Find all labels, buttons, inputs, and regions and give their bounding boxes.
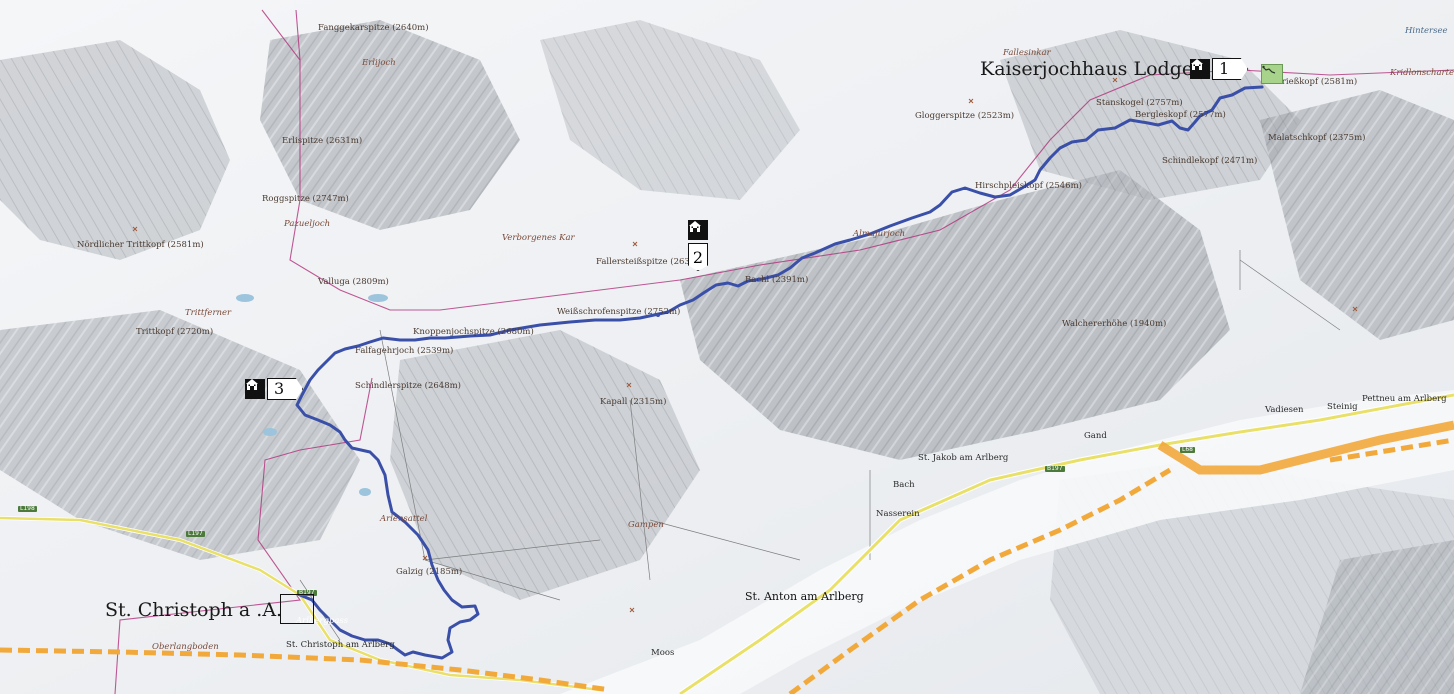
road-label: L198 — [18, 505, 37, 512]
hut-marker-3[interactable]: 3 — [245, 378, 303, 400]
feature-label: Hintersee — [1405, 26, 1448, 36]
place-label: Vadiesen — [1265, 405, 1304, 415]
place-label: St. Anton am Arlberg — [745, 590, 864, 603]
feature-label: Fallesinkar — [1003, 48, 1051, 58]
place-label: Steinig — [1327, 402, 1358, 412]
feature-label: Almajurjoch — [853, 229, 906, 239]
peak-label: Falfagehrjoch (2539m) — [355, 346, 454, 356]
place-label: Moos — [651, 648, 675, 658]
peak-label: Erlispitze (2631m) — [282, 136, 363, 146]
peak-label: Bachl (2391m) — [745, 275, 809, 285]
peak-label: Schindlekopf (2471m) — [1162, 156, 1258, 166]
hut-marker-2[interactable]: 2 — [688, 220, 708, 271]
peak-label: Trittkopf (2720m) — [136, 327, 214, 337]
feature-label: Pazueljoch — [284, 219, 331, 229]
feature-label: Kridlonscharte — [1390, 68, 1454, 78]
peak-label: Grießkopf (2581m) — [1275, 77, 1358, 87]
road-label: L197 — [186, 530, 205, 537]
place-label: St. Christoph am Arlberg — [286, 640, 395, 650]
place-label: Pettneu am Arlberg — [1362, 394, 1447, 404]
hut-number: 3 — [267, 378, 303, 400]
peak-label: Malatschkopf (2375m) — [1268, 133, 1366, 143]
feature-label: Verborgenes Kar — [502, 233, 575, 243]
hiking-route — [295, 85, 1264, 660]
feature-label: Erlijoch — [362, 58, 396, 68]
peak-label: Weißschrofenspitze (2752m) — [557, 307, 681, 317]
hut-icon — [245, 379, 265, 399]
peak-label: Schindlerspitze (2648m) — [355, 381, 461, 391]
peak-label: Gloggerspitze (2523m) — [915, 111, 1015, 121]
peak-label: Kapall (2315m) — [600, 397, 667, 407]
place-label: St. Jakob am Arlberg — [918, 453, 1009, 463]
feature-label: Arlbergpass — [296, 616, 349, 626]
peak-label: Roggspitze (2747m) — [262, 194, 349, 204]
peak-label: Hirschpleiskopf (2546m) — [975, 181, 1082, 191]
peak-label: Valluga (2809m) — [318, 277, 389, 287]
peak-label: Knoppenjochspitze (2680m) — [413, 327, 534, 337]
finish-icon[interactable] — [1261, 64, 1283, 84]
st-christoph-marker[interactable] — [280, 594, 314, 624]
peak-label: Stanskogel (2757m) — [1096, 98, 1183, 108]
peak-label: Fallersteißspitze (2634m) — [596, 257, 707, 267]
place-label: Bach — [893, 480, 915, 490]
hut-marker-1[interactable]: 1 — [1190, 58, 1248, 80]
hut-icon — [1190, 59, 1210, 79]
route-end-label: St. Christoph a .A. — [105, 599, 283, 621]
peak-label: Nördlicher Trittkopf (2581m) — [77, 240, 204, 250]
place-label: Gand — [1084, 431, 1107, 441]
place-label: Nasserein — [876, 509, 920, 519]
road-label: B197 — [1045, 465, 1065, 472]
feature-label: Trittferner — [185, 308, 232, 318]
peak-label: Galzig (2185m) — [396, 567, 463, 577]
hut-number: 2 — [688, 243, 708, 271]
road-label: L68 — [1180, 446, 1195, 453]
feature-label: Oberlangboden — [152, 642, 219, 652]
road-label: B197 — [297, 589, 317, 596]
peak-label: Bergleskopf (2577m) — [1135, 110, 1226, 120]
route-start-label: Kaiserjochhaus Lodge — [980, 58, 1194, 80]
hut-number: 1 — [1212, 58, 1248, 80]
peak-label: Fanggekarspitze (2640m) — [318, 23, 429, 33]
peak-label: Walchererhöhe (1940m) — [1062, 319, 1167, 329]
feature-label: Arlensattel — [380, 514, 428, 524]
feature-label: Gampen — [628, 520, 664, 530]
hut-icon — [688, 220, 708, 240]
